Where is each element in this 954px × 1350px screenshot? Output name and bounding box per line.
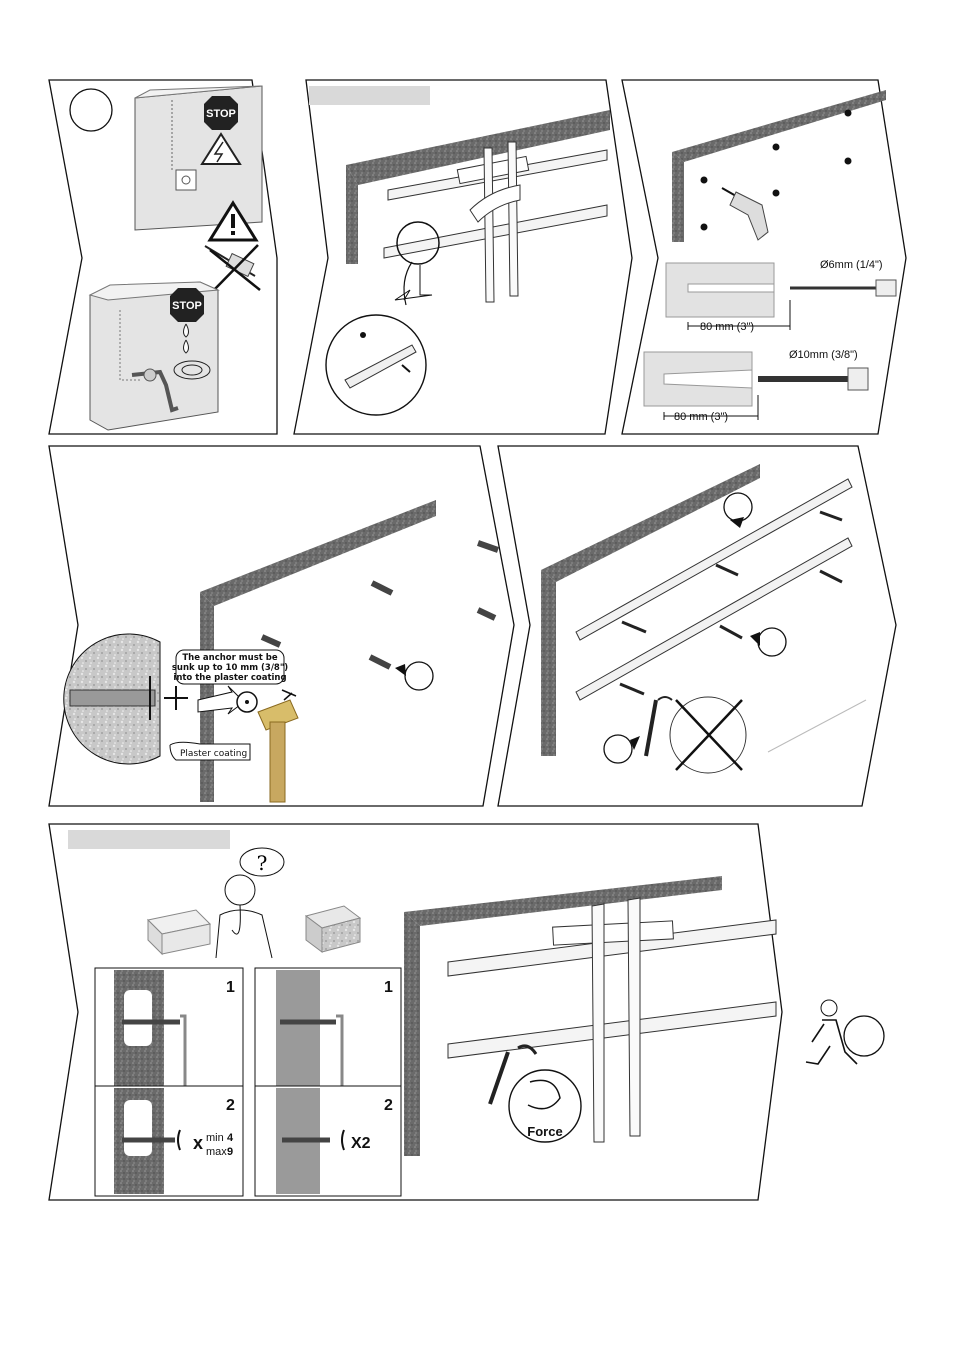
drill-depth-label-large: 80 mm (3") [674,411,728,423]
hollow-wall-step-2: x min 4 max 9 2 [95,1086,243,1196]
svg-text:2: 2 [226,1097,235,1114]
panel-6-mount-tightening: ? 1 x [49,824,782,1200]
panel-2-mark-rails [294,80,632,434]
svg-text:X2: X2 [351,1135,371,1152]
svg-text:into the plaster coating: into the plaster coating [173,673,286,683]
svg-text:x: x [193,1133,203,1153]
solid-wall-step-2: X2 2 [255,1086,401,1196]
svg-text:Force: Force [527,1124,562,1139]
electrical-wall-illustration [135,86,262,230]
svg-text:STOP: STOP [206,108,236,120]
svg-text:4: 4 [227,1132,234,1144]
panel-4-insert-anchors: The anchor must be sunk up to 10 mm (3/8… [49,446,514,806]
mount-arm-left-large [592,904,604,1142]
step-number-circle [70,89,112,131]
walking-person-icon [806,1000,884,1064]
step-header-bar [309,86,430,105]
solid-wall-step-1: 1 [255,968,401,1086]
next-step-circle [844,1016,884,1056]
hollow-wall-step-1: 1 [95,968,243,1086]
stop-sign-icon: STOP [204,96,238,130]
mount-arm-right-large [628,898,640,1136]
svg-text:STOP: STOP [172,300,202,312]
drill-diameter-label: Ø6mm (1/4") [820,259,883,271]
svg-text:9: 9 [227,1146,233,1158]
callout-circle-bottom [604,735,632,763]
svg-text:?: ? [257,851,268,875]
panel-1-safety-warning: STOP STOP [49,80,277,434]
callout-circle-top [724,493,752,521]
step-header-bar-large [68,830,230,849]
svg-text:min: min [206,1132,224,1144]
svg-text:1: 1 [384,979,393,996]
drill-depth-label: 80 mm (3") [700,321,754,333]
callout-circle [405,662,433,690]
svg-text:Plaster coating: Plaster coating [180,749,247,759]
panel-5-attach-rails [498,446,896,806]
callout-circle-mid [758,628,786,656]
svg-text:max: max [206,1146,227,1158]
mount-arm-left [484,148,494,302]
svg-text:The anchor must be: The anchor must be [182,653,278,663]
panel-3-drill-holes: Ø6mm (1/4") 80 mm (3") Ø10mm (3/8") 80 m… [622,80,906,434]
stop-sign-icon-water: STOP [170,288,204,322]
force-callout: Force [509,1070,581,1142]
no-power-tool-icon [670,697,746,773]
svg-text:sunk up to 10 mm (3/8"): sunk up to 10 mm (3/8") [172,663,288,673]
drill-diameter-label-large: Ø10mm (3/8") [789,349,858,361]
svg-text:2: 2 [384,1097,393,1114]
mount-arm-right [508,142,518,296]
anchor-note-callout: The anchor must be sunk up to 10 mm (3/8… [172,650,288,684]
plaster-label-callout: Plaster coating [170,742,250,760]
svg-text:1: 1 [226,979,235,996]
